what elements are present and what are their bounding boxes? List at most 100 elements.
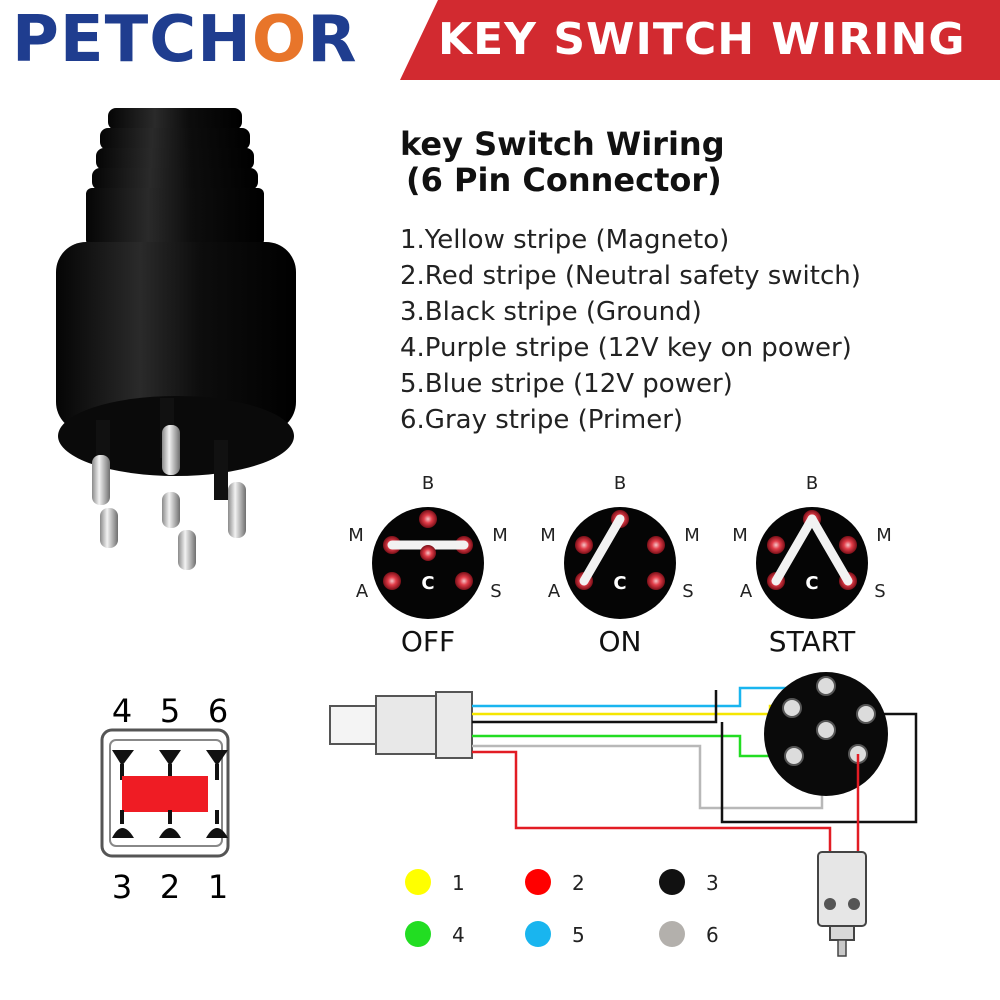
switch-face xyxy=(564,507,676,619)
plug-terminal xyxy=(206,828,228,838)
key-switch-product-image xyxy=(56,108,296,570)
wire-blue xyxy=(472,686,825,708)
switch-terminal-label: B xyxy=(614,473,626,494)
switch-state-label: ON xyxy=(599,625,642,658)
pin-sleeve xyxy=(160,398,174,458)
harness-plug-collar xyxy=(435,691,473,759)
heading-line-2: (6 Pin Connector) xyxy=(406,161,722,199)
switch-state-label: START xyxy=(769,625,856,658)
switch-body xyxy=(56,242,296,432)
switch-nut xyxy=(86,188,264,246)
wire-gray xyxy=(472,730,824,810)
plug-number-bottom: 1 xyxy=(208,868,228,906)
plug-number-bottom: 3 xyxy=(112,868,132,906)
switch-state-label: OFF xyxy=(401,625,455,658)
legend-swatch xyxy=(405,869,431,895)
legend-entry: 5 xyxy=(525,921,585,947)
switch-pin xyxy=(419,510,437,528)
thread-band xyxy=(108,108,242,130)
harness-plug-cap xyxy=(329,705,381,745)
plug-terminal xyxy=(112,828,134,838)
legend-number: 2 xyxy=(572,871,585,895)
switch-pin xyxy=(767,572,785,590)
switch-pin xyxy=(803,510,821,528)
switch-rear-view xyxy=(764,672,888,796)
diagram-heading: key Switch Wiring (6 Pin Connector) xyxy=(400,126,725,198)
brand-logo: PETCHOR xyxy=(12,3,358,77)
legend-swatch xyxy=(659,921,685,947)
pin-item: 4.Purple stripe (12V key on power) xyxy=(400,333,852,363)
connector-pin xyxy=(178,530,196,570)
plug-outline xyxy=(100,728,230,858)
switch-terminal-label: B xyxy=(806,473,818,494)
connector-pin xyxy=(228,482,246,538)
switch-contact-bar xyxy=(807,514,853,586)
switch-terminal-label: M xyxy=(492,525,508,546)
switch-pin xyxy=(647,536,665,554)
switch-face xyxy=(756,507,868,619)
legend-entry: 2 xyxy=(525,869,585,895)
pin-item: 2.Red stripe (Neutral safety switch) xyxy=(400,261,861,291)
switch-pin xyxy=(383,536,401,554)
switch-contact-bar xyxy=(579,514,625,586)
plug-terminal xyxy=(159,750,181,766)
switch-terminal-label: M xyxy=(732,525,748,546)
legend-number: 3 xyxy=(706,871,719,895)
switch-terminal-label: S xyxy=(874,581,885,602)
pin-item: 3.Black stripe (Ground) xyxy=(400,297,702,327)
plug-number-top: 5 xyxy=(160,692,180,730)
legend-number: 1 xyxy=(452,871,465,895)
legend-number: 5 xyxy=(572,923,585,947)
switch-terminal-label: M xyxy=(540,525,556,546)
wire-black-top xyxy=(472,690,718,724)
legend-entry: 3 xyxy=(659,869,719,895)
switch-terminal-label: B xyxy=(422,473,434,494)
legend-number: 4 xyxy=(452,923,465,947)
legend-swatch xyxy=(525,921,551,947)
plug-number-top: 4 xyxy=(112,692,132,730)
switch-pin xyxy=(839,536,857,554)
wiring-diagram xyxy=(329,672,918,957)
legend-swatch xyxy=(525,869,551,895)
plug-terminal xyxy=(112,750,134,766)
switch-face xyxy=(372,507,484,619)
legend-entry: 1 xyxy=(405,869,465,895)
banner-background xyxy=(400,0,1000,80)
legend-entry: 6 xyxy=(659,921,719,947)
heading-line-1: key Switch Wiring xyxy=(400,125,725,163)
pin-item: 1.Yellow stripe (Magneto) xyxy=(400,225,730,255)
switch-terminal-label: A xyxy=(356,581,369,602)
switch-center-label: C xyxy=(805,573,818,594)
switch-base xyxy=(58,396,294,476)
plug-number-top: 6 xyxy=(208,692,228,730)
banner-title: KEY SWITCH WIRING xyxy=(438,14,966,65)
switch-pin xyxy=(575,536,593,554)
harness-plug-body xyxy=(375,695,441,755)
switch-terminal-label: M xyxy=(348,525,364,546)
legend-swatch xyxy=(405,921,431,947)
switch-terminal-label: A xyxy=(740,581,753,602)
title-banner xyxy=(400,0,1000,80)
switch-pin xyxy=(839,572,857,590)
wire-black xyxy=(720,712,918,824)
plug-inner-outline xyxy=(109,739,223,847)
pin-item: 6.Gray stripe (Primer) xyxy=(400,405,684,435)
switch-pin xyxy=(455,572,473,590)
switch-pin xyxy=(383,572,401,590)
wire-yellow xyxy=(472,704,792,716)
pin-sleeve xyxy=(96,420,110,490)
safety-switch xyxy=(817,851,867,927)
switch-center-label: C xyxy=(613,573,626,594)
switch-pin xyxy=(647,572,665,590)
switch-pin xyxy=(611,510,629,528)
switch-terminal-label: S xyxy=(682,581,693,602)
pin-item: 5.Blue stripe (12V power) xyxy=(400,369,733,399)
plug-terminal xyxy=(206,750,228,766)
connector-pin xyxy=(92,455,110,505)
switch-terminal-label: A xyxy=(548,581,561,602)
switch-pin xyxy=(420,545,436,561)
thread-band xyxy=(96,148,254,170)
